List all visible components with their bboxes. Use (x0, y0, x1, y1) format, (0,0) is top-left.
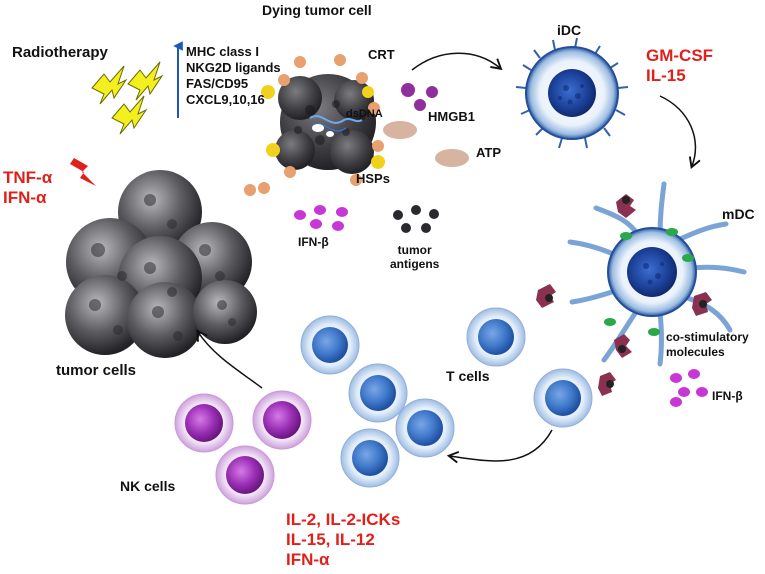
t-cells (300, 307, 593, 488)
t-cell (533, 368, 593, 428)
crt-label: CRT (368, 47, 395, 62)
ifn-beta-label-top: IFN-β (298, 235, 329, 249)
t-cells-label: T cells (446, 368, 490, 384)
tumor-cells-label: tumor cells (56, 362, 137, 379)
tumor-cell-cluster (65, 170, 257, 358)
ifn-beta-label-right: IFN-β (712, 389, 743, 403)
arrow-effectors-to-tumor (196, 329, 263, 389)
nk-cell (215, 445, 275, 505)
radiation-cytokines: TNF-α IFN-α (3, 168, 53, 207)
t-cell (466, 307, 526, 367)
t-cell (348, 363, 408, 423)
mature-dendritic-cell (536, 181, 747, 396)
upregulated-item: MHC class I (186, 44, 259, 59)
atp-label: ATP (476, 145, 502, 160)
red-lightning-icon (70, 158, 96, 186)
immature-dendritic-cell (515, 37, 629, 149)
hsps-label: HSPs (356, 171, 390, 186)
mdc-label: mDC (722, 206, 755, 222)
tumor-cell (127, 282, 203, 358)
upregulated-item: CXCL9,10,16 (186, 92, 265, 107)
effector-cytokines: IL-2, IL-2-ICKs IL-15, IL-12 IFN-α (286, 510, 401, 569)
idc-cytokines: GM-CSF IL-15 (646, 46, 714, 85)
hsps-molecules (261, 85, 385, 169)
arrow-mdc-to-effectors (446, 429, 553, 464)
tumor-antigen-particles (393, 205, 439, 233)
tumor-cell (193, 280, 257, 344)
dsdna-label: dsDNA (346, 108, 383, 120)
t-cell (340, 428, 400, 488)
upregulated-item: NKG2D ligands (186, 60, 281, 75)
crt-molecules (244, 54, 384, 196)
lightning-bolt-icon (91, 61, 164, 135)
nk-cells (174, 390, 312, 505)
atp-molecules (383, 121, 469, 167)
nk-cells-label: NK cells (120, 478, 176, 494)
co-stimulatory-label: co-stimulatory molecules (666, 330, 749, 359)
hmgb1-molecules (401, 83, 438, 111)
ifn-beta-molecules-top (294, 205, 348, 231)
upregulated-item: FAS/CD95 (186, 76, 249, 91)
ifn-beta-molecules-right (670, 369, 708, 407)
arrow-idc-to-mdc (659, 95, 701, 170)
antigen-dots (545, 196, 707, 388)
arrow-dying-to-idc (411, 52, 503, 71)
t-cell (300, 315, 360, 375)
nk-cell (174, 393, 234, 453)
nk-cell (252, 390, 312, 450)
upregulated-list: MHC class I NKG2D ligands FAS/CD95 CXCL9… (186, 44, 281, 108)
dying-tumor-cell (275, 74, 376, 174)
hmgb1-label: HMGB1 (428, 109, 475, 124)
tumor-antigens-label: tumor antigens (390, 243, 440, 271)
t-cell (395, 398, 455, 458)
co-stimulatory-molecules (604, 228, 694, 336)
diagram-title: Dying tumor cell (262, 2, 372, 18)
idc-label: iDC (557, 22, 582, 38)
radiotherapy-label: Radiotherapy (12, 44, 108, 61)
tumor-cell (65, 275, 145, 355)
